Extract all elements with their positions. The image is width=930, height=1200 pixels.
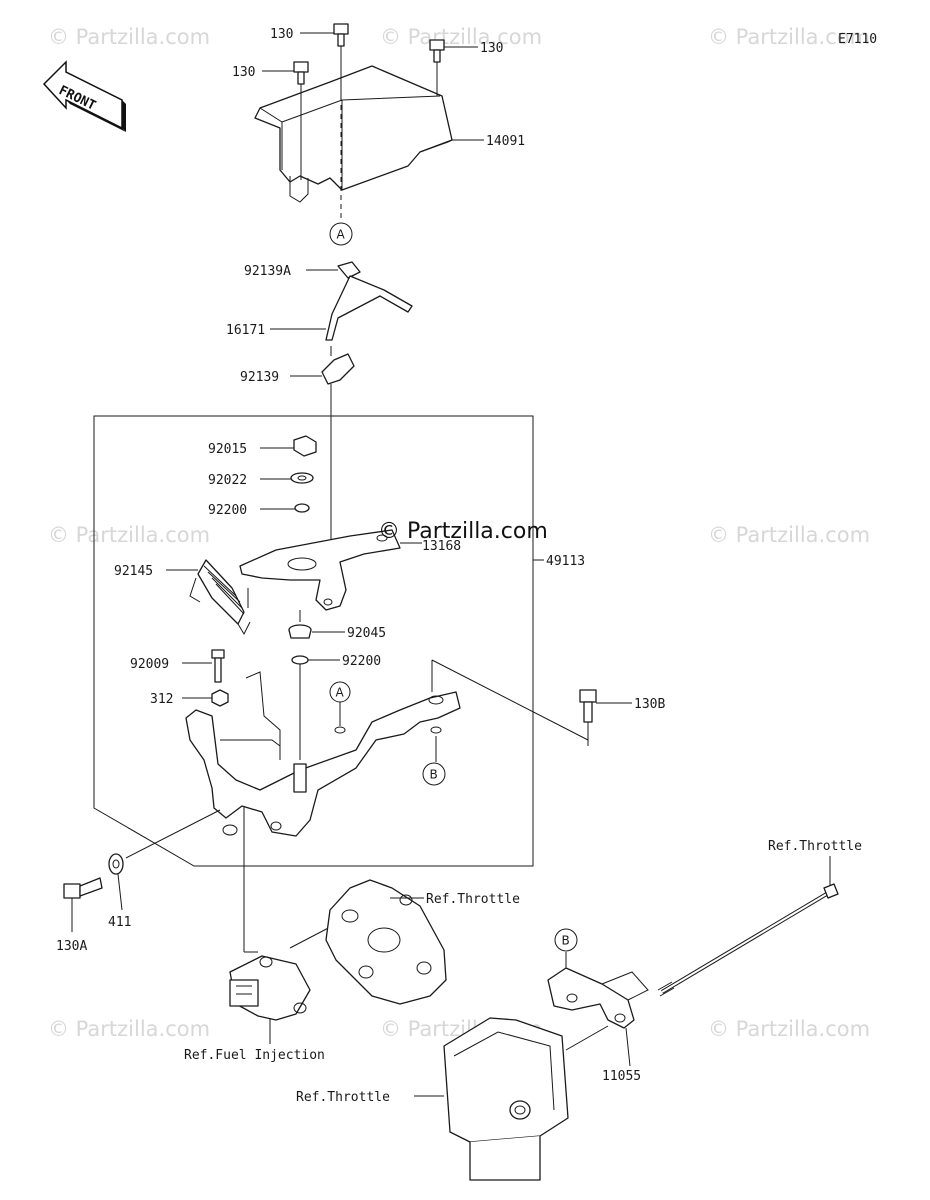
throttle-body-top-part bbox=[325, 879, 447, 1005]
spring-92145-part bbox=[189, 559, 251, 636]
label-ref-fuel-injection: Ref.Fuel Injection bbox=[184, 1048, 325, 1063]
assembly-frame bbox=[93, 415, 534, 867]
washer-92022-part bbox=[290, 472, 314, 484]
label-92200-top: 92200 bbox=[208, 503, 247, 518]
label-92009: 92009 bbox=[130, 657, 169, 672]
label-130-top: 130 bbox=[270, 27, 293, 42]
label-130-right: 130 bbox=[480, 41, 503, 56]
label-312: 312 bbox=[150, 692, 173, 707]
bracket-part bbox=[185, 671, 461, 837]
label-130b: 130B bbox=[634, 697, 665, 712]
label-92022: 92022 bbox=[208, 473, 247, 488]
label-92139a: 92139A bbox=[244, 264, 291, 279]
label-92045: 92045 bbox=[347, 626, 386, 641]
nut-312-part bbox=[211, 689, 229, 707]
watermark-top-center: © Partzilla.com bbox=[380, 25, 542, 49]
label-11055: 11055 bbox=[602, 1069, 641, 1084]
lever-13168-part bbox=[239, 529, 401, 611]
ecu-cover-part bbox=[254, 65, 453, 203]
clip-92139a-part bbox=[337, 261, 361, 279]
watermark-center: © Partzilla.com bbox=[378, 519, 548, 544]
callout-a-top: A bbox=[329, 222, 353, 246]
bolt-130-left bbox=[293, 61, 309, 85]
label-130-left: 130 bbox=[232, 65, 255, 80]
callout-b-mid: B bbox=[422, 762, 446, 786]
label-411: 411 bbox=[108, 915, 131, 930]
watermark-top-left: © Partzilla.com bbox=[48, 25, 210, 49]
svg-text:A: A bbox=[336, 686, 345, 700]
label-49113: 49113 bbox=[546, 554, 585, 569]
bolt-130-right bbox=[429, 39, 445, 63]
label-92015: 92015 bbox=[208, 442, 247, 457]
throttle-rod-part bbox=[657, 883, 839, 997]
watermark-bottom-right: © Partzilla.com bbox=[708, 1017, 870, 1041]
label-92200-bottom: 92200 bbox=[342, 654, 381, 669]
label-14091: 14091 bbox=[486, 134, 525, 149]
label-92139: 92139 bbox=[240, 370, 279, 385]
svg-text:B: B bbox=[430, 768, 438, 782]
screw-92009-part bbox=[211, 649, 225, 683]
washer-411-part bbox=[108, 853, 124, 875]
svg-text:B: B bbox=[562, 934, 570, 948]
watermark-top-right: © Partzilla.com bbox=[708, 25, 870, 49]
label-16171: 16171 bbox=[226, 323, 265, 338]
label-ref-throttle-bottom: Ref.Throttle bbox=[296, 1090, 390, 1105]
washer-92200-bottom-part bbox=[291, 655, 309, 665]
svg-text:A: A bbox=[337, 228, 346, 242]
bolt-130b-part bbox=[579, 689, 597, 723]
callout-a-mid: A bbox=[329, 681, 351, 703]
diagram-code: E7110 bbox=[838, 32, 877, 47]
bolt-130-top bbox=[333, 23, 349, 47]
clip-92139-part bbox=[321, 353, 355, 385]
bolt-130a-part bbox=[63, 877, 103, 899]
bracket-11055-part bbox=[547, 967, 649, 1029]
label-ref-throttle-right: Ref.Throttle bbox=[768, 839, 862, 854]
watermark-mid-right: © Partzilla.com bbox=[708, 523, 870, 547]
washer-92200-top-part bbox=[294, 503, 310, 513]
collar-92045-part bbox=[288, 624, 312, 639]
label-92145: 92145 bbox=[114, 564, 153, 579]
label-ref-throttle-top: Ref.Throttle bbox=[426, 892, 520, 907]
watermark-bottom-left: © Partzilla.com bbox=[48, 1017, 210, 1041]
label-130a: 130A bbox=[56, 939, 87, 954]
nut-92015-part bbox=[293, 435, 317, 457]
throttle-body-bottom-part bbox=[443, 1017, 569, 1181]
label-13168: 13168 bbox=[422, 539, 461, 554]
watermark-mid-left: © Partzilla.com bbox=[48, 523, 210, 547]
rod-16171-part bbox=[325, 275, 413, 341]
front-arrow-icon: FRONT bbox=[42, 60, 126, 132]
sensor-part bbox=[229, 955, 311, 1021]
callout-b-bottom: B bbox=[554, 928, 578, 952]
